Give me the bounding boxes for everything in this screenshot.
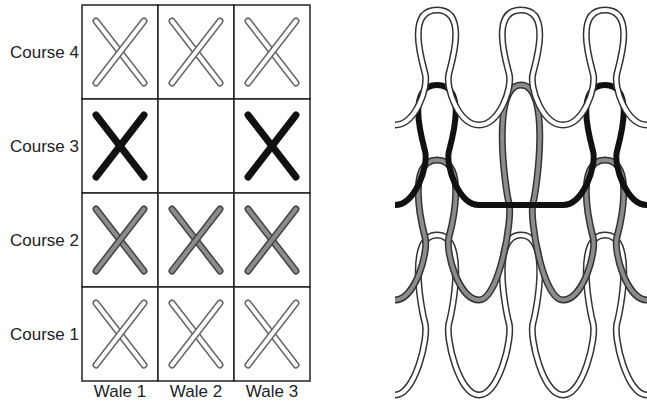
grid-cell — [158, 287, 234, 381]
yarn-course — [395, 235, 647, 395]
knit-cross-outline — [248, 209, 296, 271]
wale-label: Wale 3 — [246, 383, 298, 400]
grid-cell — [234, 99, 310, 193]
knit-cross-outline — [172, 209, 220, 271]
knit-cross-outline — [172, 209, 220, 271]
knit-cross-outline — [96, 209, 144, 271]
knit-cross — [172, 303, 220, 365]
knit-cross — [96, 209, 144, 271]
knit-cross — [172, 21, 220, 83]
knit-cross — [172, 209, 220, 271]
knit-cross — [96, 115, 144, 177]
knit-cross-outline — [96, 21, 144, 83]
course-label: Course 4 — [10, 44, 79, 61]
wale-label: Wale 1 — [94, 383, 146, 400]
grid-cell — [234, 193, 310, 287]
knit-cross — [248, 21, 296, 83]
course-label: Course 2 — [10, 232, 79, 249]
grid-cell — [234, 287, 310, 381]
knit-cross — [96, 209, 144, 271]
knit-cross — [248, 115, 296, 177]
grid-cell — [82, 287, 158, 381]
grid-cell — [82, 193, 158, 287]
knit-cross — [96, 21, 144, 83]
yarn-outline — [395, 85, 647, 300]
knit-cross — [248, 209, 296, 271]
knit-cross-outline — [248, 21, 296, 83]
grid-cell — [82, 99, 158, 193]
knit-cross-outline — [172, 21, 220, 83]
knit-cross-outline — [248, 303, 296, 365]
yarn-course — [395, 85, 647, 300]
knit-cross-outline — [96, 303, 144, 365]
course-label: Course 1 — [10, 326, 79, 343]
knit-cross — [248, 115, 296, 177]
knit-cross-outline — [172, 21, 220, 83]
knit-cross-outline — [96, 303, 144, 365]
knit-cross — [96, 303, 144, 365]
grid-cell — [158, 5, 234, 99]
grid-cell — [82, 5, 158, 99]
knit-cross — [172, 303, 220, 365]
knit-cross — [172, 209, 220, 271]
knit-cross — [248, 303, 296, 365]
knit-cross-outline — [248, 21, 296, 83]
yarn-course — [395, 10, 647, 125]
knit-cross-outline — [248, 303, 296, 365]
knit-cross — [248, 209, 296, 271]
knit-cross — [248, 303, 296, 365]
grid-cell — [158, 99, 234, 193]
knit-cross-outline — [172, 303, 220, 365]
course-label: Course 3 — [10, 138, 79, 155]
grid-cell — [234, 5, 310, 99]
knit-cross — [172, 21, 220, 83]
knit-cross-outline — [96, 209, 144, 271]
knit-cross-outline — [248, 209, 296, 271]
wale-label: Wale 2 — [170, 383, 222, 400]
yarn-outline — [395, 10, 647, 125]
yarn-outline — [395, 235, 647, 395]
knit-cross — [96, 303, 144, 365]
knit-cross — [96, 21, 144, 83]
grid-cell — [158, 193, 234, 287]
stitch-grid — [82, 5, 310, 381]
knit-cross — [248, 21, 296, 83]
knit-cross-outline — [96, 21, 144, 83]
knit-cross — [96, 115, 144, 177]
knit-cross-outline — [172, 303, 220, 365]
yarn-course — [395, 85, 647, 205]
